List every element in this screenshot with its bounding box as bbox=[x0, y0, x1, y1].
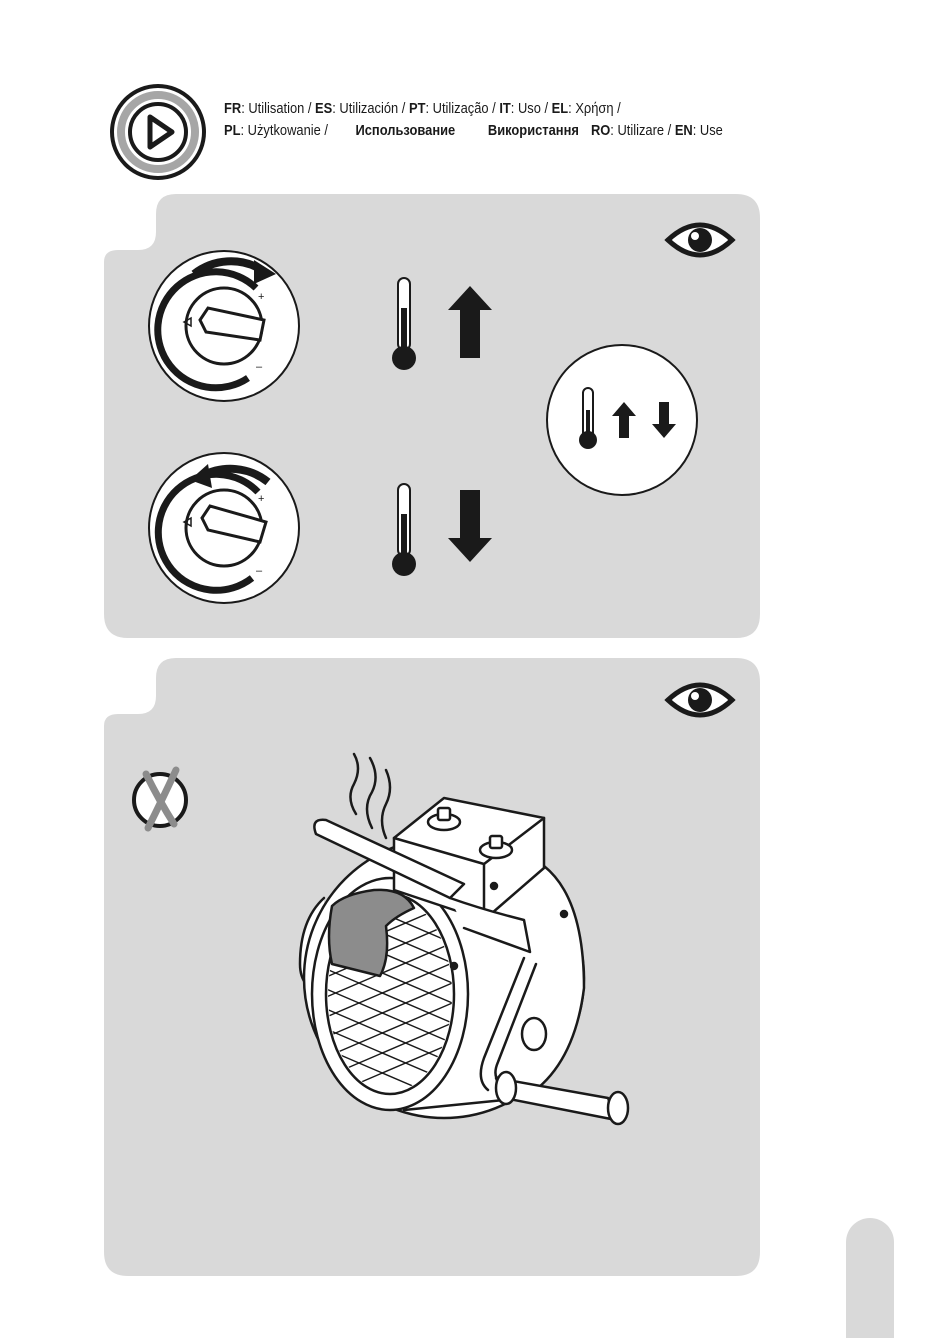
lang-text-uk: Використання bbox=[488, 122, 579, 139]
eye-icon bbox=[668, 685, 732, 715]
eye-icon bbox=[668, 225, 732, 255]
lang-code-pl: PL bbox=[224, 122, 240, 139]
temperature-adjust-panel: + – + – bbox=[104, 194, 760, 638]
language-line-2: PL: Użytkowanie / Использование Використан… bbox=[224, 120, 706, 142]
lang-text-fr: : Utilisation / bbox=[241, 100, 315, 117]
knob-counterclockwise-icon: + – bbox=[149, 453, 299, 603]
svg-text:–: – bbox=[256, 565, 263, 577]
lang-code-it: IT bbox=[499, 100, 510, 117]
lang-text-en: : Use bbox=[693, 122, 723, 139]
safety-warning-panel bbox=[104, 658, 760, 1276]
lang-code-el: EL bbox=[552, 100, 568, 117]
language-header: FR: Utilisation / ES: Utilización / PT: … bbox=[224, 98, 706, 142]
language-line-1: FR: Utilisation / ES: Utilización / PT: … bbox=[224, 98, 706, 120]
lang-code-es: ES bbox=[315, 100, 332, 117]
page-side-tab bbox=[846, 1218, 894, 1338]
thermostat-adjust-icon bbox=[547, 345, 697, 495]
lang-text-pl: : Użytkowanie / bbox=[240, 122, 327, 139]
svg-text:+: + bbox=[258, 493, 264, 505]
lang-text-el: : Χρήση / bbox=[568, 100, 621, 117]
lang-code-en: EN bbox=[675, 122, 693, 139]
lang-code-ro: RO bbox=[591, 122, 610, 139]
lang-text-es: : Utilización / bbox=[332, 100, 409, 117]
lang-text-pt: : Utilização / bbox=[425, 100, 499, 117]
svg-text:+: + bbox=[258, 291, 264, 303]
lang-code-pt: PT bbox=[409, 100, 425, 117]
lang-code-fr: FR bbox=[224, 100, 241, 117]
lang-text-ro: : Utilizare / bbox=[610, 122, 675, 139]
play-icon bbox=[108, 82, 208, 182]
lang-text-it: : Uso / bbox=[511, 100, 552, 117]
svg-text:–: – bbox=[256, 361, 263, 373]
knob-clockwise-icon: + – bbox=[149, 251, 299, 401]
lang-text-ru: Использование bbox=[355, 122, 455, 139]
